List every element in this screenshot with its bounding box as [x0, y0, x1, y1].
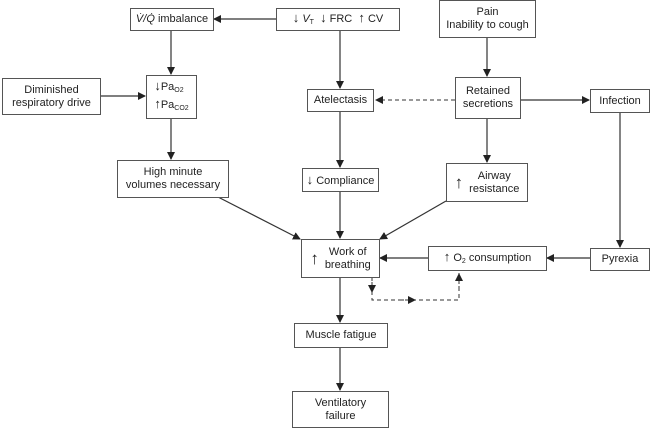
dashed-wob-loop — [371, 271, 460, 301]
o2-text: consumption — [468, 251, 532, 264]
pain-line1: Pain — [476, 6, 499, 18]
retained-line1: Retained — [465, 85, 511, 97]
pain-line2: Inability to cough — [446, 19, 529, 31]
vq-symbol: V̇/Q̇ — [135, 13, 155, 25]
pao2-sub: O — [174, 87, 180, 94]
down-arrow-icon: ↓ — [154, 78, 161, 93]
infection-text: Infection — [599, 94, 641, 107]
arrow-minute-to-wob — [217, 196, 301, 240]
retained-line2: secretions — [462, 98, 514, 110]
pao2-sub2: 2 — [179, 87, 184, 94]
compliance-text: Compliance — [316, 174, 375, 187]
failure-line2: failure — [325, 409, 356, 422]
up-arrow-icon: ↑ — [454, 173, 464, 192]
node-pyrexia: Pyrexia — [590, 248, 650, 271]
o2-sub: 2 — [461, 257, 466, 265]
failure-line1: Ventilatory — [314, 396, 367, 409]
minute-line1: High minute — [143, 166, 203, 178]
up-arrow-icon: ↑ — [443, 248, 451, 264]
up-arrow-icon: ↑ — [358, 9, 365, 25]
diminished-line1: Diminished — [24, 83, 79, 96]
down-arrow-icon: ↓ — [292, 9, 300, 25]
paco2-label: Pa — [160, 99, 175, 111]
up-arrow-icon: ↑ — [310, 249, 319, 268]
arrow-airway-to-wob — [379, 200, 447, 240]
node-muscle-fatigue: Muscle fatigue — [294, 323, 388, 348]
node-atelectasis: Atelectasis — [307, 89, 374, 112]
atelectasis-text: Atelectasis — [313, 94, 368, 106]
node-o2-consumption: ↑ O2 consumption — [428, 246, 547, 271]
node-infection: Infection — [590, 89, 650, 113]
minute-line2: volumes necessary — [125, 179, 221, 191]
airway-line1: Airway — [477, 169, 511, 182]
cv-label: CV — [367, 12, 384, 25]
node-compliance: ↓ Compliance — [302, 168, 379, 192]
vq-text: imbalance — [157, 13, 209, 25]
fatigue-text: Muscle fatigue — [305, 329, 377, 341]
down-arrow-icon: ↓ — [320, 9, 327, 25]
node-vq-imbalance: V̇/Q̇ imbalance — [130, 8, 214, 31]
airway-line2: resistance — [469, 182, 520, 195]
wob-line2: breathing — [324, 258, 371, 271]
pyrexia-text: Pyrexia — [601, 253, 639, 265]
pao2-label: Pa — [160, 81, 175, 93]
up-arrow-icon: ↑ — [154, 96, 161, 111]
vt-label: V — [302, 12, 310, 25]
diminished-line2: respiratory drive — [12, 96, 91, 109]
down-arrow-icon: ↓ — [306, 171, 314, 187]
paco2-sub2: 2 — [184, 105, 189, 112]
wob-line1: Work of — [328, 245, 367, 258]
o2-label: O — [453, 251, 462, 264]
paco2-sub: CO — [174, 105, 185, 112]
frc-label: FRC — [329, 12, 353, 25]
node-lung-volumes: ↓ VT ↓ FRC ↑ CV — [276, 8, 400, 31]
node-blood-gases: ↓PaO2 ↑PaCO2 — [146, 75, 197, 119]
vt-sub: T — [309, 18, 314, 26]
